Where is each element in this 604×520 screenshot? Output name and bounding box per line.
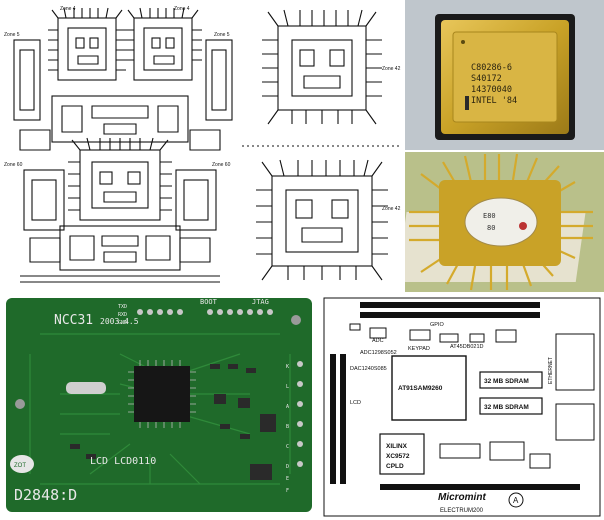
pin-label: L — [286, 384, 289, 390]
board-title: NCC31 — [54, 313, 93, 328]
schematic-label: ADC1298S052 — [360, 350, 397, 356]
zone-label: Zone 4 — [174, 6, 190, 12]
zone-label: Zone 4 — [60, 6, 76, 12]
sdram-label: 32 MB SDRAM — [484, 404, 529, 411]
cpld-label: CPLD — [386, 463, 404, 470]
schematic-label: DAC1240S085 — [350, 366, 387, 372]
pin-label: F — [286, 488, 289, 494]
zone-label: Zone 60 — [4, 162, 23, 168]
zone-label: Zone 42 — [382, 66, 401, 72]
pin-label: C — [286, 444, 289, 450]
zone-label: Zone 60 — [212, 162, 231, 168]
zone-label: Zone 5 — [4, 32, 20, 38]
schematic-board-panel: ADC GPIO KEYPAD ADC1298S052 AT45DB021D L… — [320, 294, 604, 520]
boot-label: BOOT — [200, 298, 218, 306]
chip-marking: E80 — [483, 212, 496, 220]
board-date: 2003.4.5 — [100, 317, 139, 326]
chip-marking: 14370040 — [471, 85, 512, 95]
pin-label: E — [286, 476, 289, 482]
schematic-label: LCD — [350, 400, 361, 406]
pin-label: TXD — [118, 304, 127, 310]
socket-chip-svg: E80 80 — [405, 152, 604, 292]
chip-marking: INTEL '84 — [471, 96, 517, 106]
chip-marking: C80286-6 — [471, 63, 512, 73]
sdram-label: 32 MB SDRAM — [484, 378, 529, 385]
mark-label: A — [513, 496, 519, 505]
sun-face-drawing-panel: Zone 42 Zone 42 — [242, 0, 402, 292]
sun-face-svg: Zone 42 Zone 42 — [242, 9, 402, 281]
glyph-drawing-svg: Zone 4 Zone 4 Zone 5 Zone 5 Zone 60 Zone… — [4, 6, 233, 283]
mcu-label: AT91SAM9260 — [398, 385, 443, 392]
pin-label: RXD — [118, 312, 127, 318]
ethernet-label: ETHERNET — [548, 357, 554, 384]
pin-label: A — [286, 404, 289, 410]
socket-chip-photo-panel: E80 80 — [405, 152, 604, 292]
intel-chip-svg: C80286-6 S40172 14370040 INTEL '84 — [405, 0, 604, 150]
chip-marking: S40172 — [471, 74, 502, 84]
board-code: D2848:D — [14, 486, 77, 504]
schematic-label: GPIO — [430, 322, 444, 328]
lcd-label: LCD LCD0110 — [90, 456, 156, 467]
chip-marking: 80 — [487, 224, 495, 232]
green-pcb-svg: ZOT NCC31 2003.4.5 BOOT JTAG LCD LCD0110… — [6, 298, 312, 512]
jtag-label: JTAG — [252, 298, 269, 306]
zone-label: Zone 42 — [382, 206, 401, 212]
schematic-label: KEYPAD — [408, 346, 430, 352]
cpld-label: XILINX — [386, 443, 408, 450]
product-label: ELECTRUM200 — [440, 508, 484, 514]
glyph-drawing-panel: Zone 4 Zone 4 Zone 5 Zone 5 Zone 60 Zone… — [0, 0, 240, 292]
green-pcb-photo-panel: ZOT NCC31 2003.4.5 BOOT JTAG LCD LCD0110… — [0, 294, 318, 520]
pin-label: GND — [118, 320, 127, 326]
intel-chip-photo-panel: C80286-6 S40172 14370040 INTEL '84 — [405, 0, 604, 150]
schematic-label: AT45DB021D — [450, 344, 484, 350]
pin-label: D — [286, 464, 289, 470]
schematic-board-svg: ADC GPIO KEYPAD ADC1298S052 AT45DB021D L… — [323, 297, 601, 517]
cpld-label: XC9572 — [386, 453, 410, 460]
board-logo: ZOT — [14, 463, 26, 469]
zone-label: Zone 5 — [214, 32, 230, 38]
pin-label: B — [286, 424, 289, 430]
brand-logo: Micromint — [438, 492, 486, 503]
schematic-label: ADC — [372, 338, 384, 344]
pin-label: K — [286, 364, 289, 370]
